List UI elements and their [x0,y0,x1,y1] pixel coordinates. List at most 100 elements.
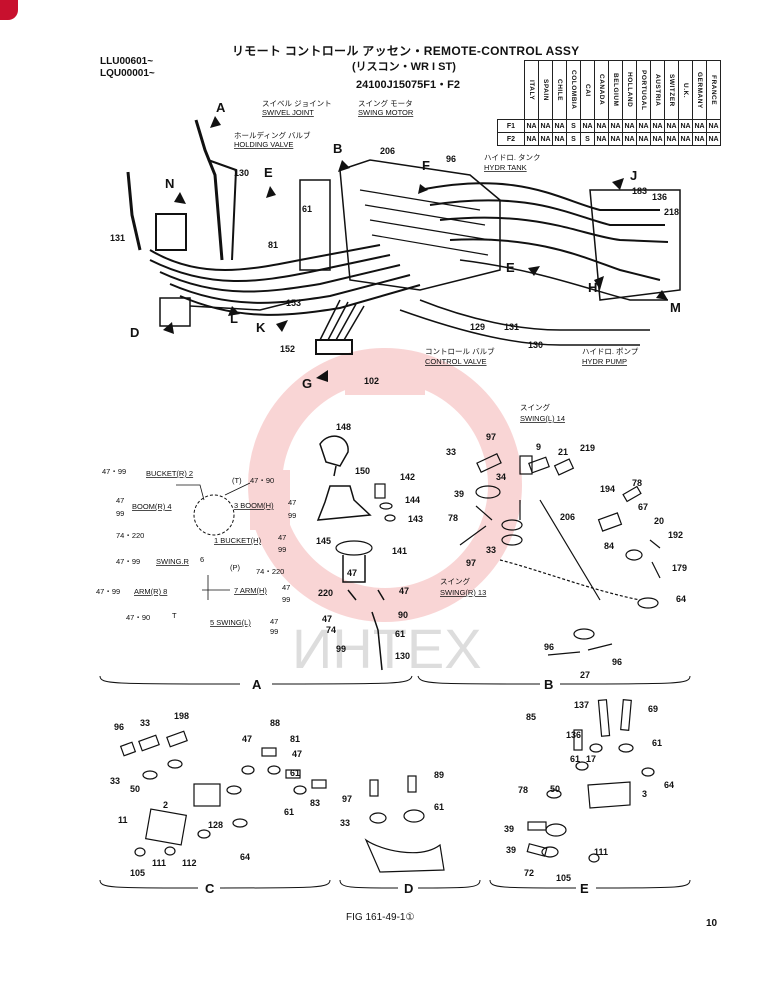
svg-text:145: 145 [316,536,331,546]
svg-text:220: 220 [318,588,333,598]
svg-text:130: 130 [395,651,410,661]
svg-text:102: 102 [364,376,379,386]
svg-text:153: 153 [286,298,301,308]
table-cell: NA [678,132,693,146]
svg-text:141: 141 [392,546,407,556]
svg-text:(P): (P) [230,563,241,572]
svg-text:スイング: スイング [520,402,550,412]
svg-text:スイベル ジョイント: スイベル ジョイント [262,99,332,108]
svg-text:136: 136 [652,192,667,202]
svg-text:179: 179 [672,563,687,573]
svg-text:47: 47 [322,614,332,624]
svg-text:ホールディング バルブ: ホールディング バルブ [234,130,311,140]
svg-text:99: 99 [282,595,290,604]
component-callouts: スイベル ジョイント SWIVEL JOINT スイング モータ SWING M… [234,98,639,366]
view-letter-labels: A B D E E E F H J K L M N G [130,100,681,391]
detail-d-fittings [364,775,445,873]
svg-text:(T): (T) [232,476,242,485]
svg-text:84: 84 [604,541,614,551]
svg-text:105: 105 [556,873,571,883]
svg-text:61: 61 [395,629,405,639]
svg-text:105: 105 [130,868,145,878]
svg-text:96: 96 [114,722,124,732]
svg-text:20: 20 [654,516,664,526]
view-letter: J [630,168,637,183]
detail-a-pilot-valve [176,435,396,671]
svg-text:47: 47 [242,734,252,744]
svg-text:5 SWING(L): 5 SWING(L) [210,618,251,627]
svg-text:2: 2 [163,800,168,810]
svg-text:206: 206 [380,146,395,156]
view-letter: A [216,100,226,115]
view-arrows [163,116,668,382]
svg-text:67: 67 [638,502,648,512]
svg-text:69: 69 [648,704,658,714]
main-part-numbers: 130 131 61 81 153 152 206 96 183 136 218… [110,146,679,386]
view-letter: G [302,376,312,391]
svg-text:61: 61 [290,768,300,778]
svg-text:9: 9 [536,442,541,452]
svg-text:コントロール バルブ: コントロール バルブ [425,346,495,356]
svg-text:61: 61 [434,802,444,812]
svg-text:HYDR TANK: HYDR TANK [484,163,527,172]
svg-text:99: 99 [336,644,346,654]
svg-text:スイング: スイング [440,576,470,586]
svg-text:64: 64 [240,852,250,862]
svg-text:BUCKET(R) 2: BUCKET(R) 2 [146,469,193,478]
detail-c-block [119,730,327,857]
svg-text:47・99: 47・99 [96,587,120,596]
svg-text:ARM(R) 8: ARM(R) 8 [134,587,167,596]
svg-text:111: 111 [594,847,608,857]
section-bracket-cde [99,879,691,889]
table-cell: NA [622,132,637,146]
svg-text:3: 3 [642,789,647,799]
svg-text:219: 219 [580,443,595,453]
svg-text:74・220: 74・220 [116,531,144,540]
svg-text:HYDR PUMP: HYDR PUMP [582,357,627,366]
svg-text:90: 90 [398,610,408,620]
detail-b-fittings [459,453,661,656]
view-letter: H [588,280,597,295]
svg-text:64: 64 [676,594,686,604]
svg-text:89: 89 [434,770,444,780]
svg-text:78: 78 [518,785,528,795]
section-label-e: E [580,881,589,896]
svg-text:スイング モータ: スイング モータ [358,98,413,108]
table-row: F2 NA NA NA S S NA NA NA NA NA NA NA NA … [497,132,721,146]
section-bracket-ab [99,675,691,685]
svg-text:39: 39 [504,824,514,834]
svg-text:61: 61 [302,204,312,214]
serial-range-2: LQU00001~ [100,68,155,79]
assembly-subtitle: (リスコン・WR I ST) [352,61,456,73]
svg-text:99: 99 [288,511,296,520]
section-label-c: C [205,881,215,896]
svg-text:83: 83 [310,798,320,808]
svg-text:61: 61 [284,807,294,817]
view-letter: F [422,158,430,173]
corner-mark [0,0,18,20]
table-cell: NA [608,132,623,146]
svg-text:152: 152 [280,344,295,354]
svg-text:194: 194 [600,484,615,494]
svg-text:47・90: 47・90 [250,476,274,485]
svg-text:97: 97 [486,432,496,442]
svg-text:SWING MOTOR: SWING MOTOR [358,108,414,117]
svg-text:150: 150 [355,466,370,476]
detail-b-part-numbers: スイング SWING(L) 14 97 9 21 219 33 34 39 78… [440,402,687,680]
page-number: 10 [706,918,718,929]
svg-text:SWING(L) 14: SWING(L) 14 [520,414,565,423]
svg-text:111: 111 [152,858,166,868]
view-letter: E [264,165,273,180]
svg-text:144: 144 [405,495,420,505]
svg-text:SWING.R: SWING.R [156,557,189,566]
table-cell: NA [538,132,553,146]
svg-text:81: 81 [268,240,278,250]
detail-e-block [526,699,655,863]
svg-text:96: 96 [544,642,554,652]
svg-text:47・90: 47・90 [126,613,150,622]
page-title: リモート コントロール アッセン・REMOTE-CONTROL ASSY [232,44,580,58]
view-letter: K [256,320,266,335]
svg-text:85: 85 [526,712,536,722]
svg-text:ハイドロ. タンク: ハイドロ. タンク [484,153,541,162]
